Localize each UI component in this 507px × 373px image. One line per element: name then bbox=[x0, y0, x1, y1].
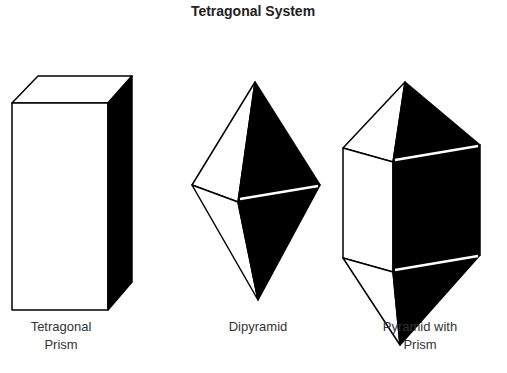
shape-label: Dipyramid bbox=[210, 318, 306, 336]
dipyramid bbox=[192, 82, 320, 300]
shape-label: Pyramid with Prism bbox=[372, 318, 468, 353]
diagram-title: Tetragonal System bbox=[153, 2, 353, 21]
shape-label: Tetragonal Prism bbox=[20, 318, 102, 353]
tetragonal-prism bbox=[12, 76, 132, 310]
pyramid-with-prism bbox=[343, 82, 480, 345]
